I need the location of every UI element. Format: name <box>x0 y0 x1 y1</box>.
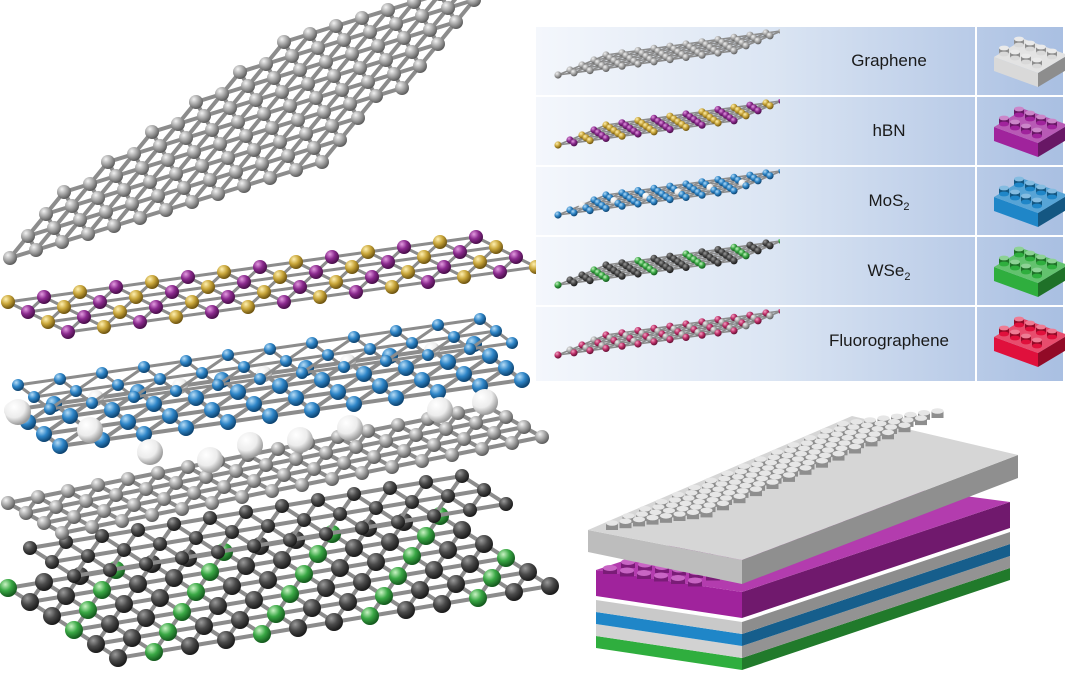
graphene-spacer-layer <box>1 400 549 540</box>
graphene-mini-atoms <box>554 29 780 79</box>
fluorographene-sheet-icon <box>554 309 780 359</box>
graphene-brick-icon <box>994 36 1065 87</box>
legend-label-hbn: hBN <box>872 121 906 140</box>
graphene-shape <box>994 36 1065 87</box>
material-legend: Graphene hBN MoS2 WSe2 Fluorographene <box>536 27 1065 381</box>
legend-label-wse2: WSe <box>867 261 905 280</box>
legend-sub-mos2: 2 <box>903 201 910 213</box>
brick-stack-illustration <box>588 408 1018 670</box>
legend-row-graphene: Graphene <box>536 27 1065 97</box>
legend-row-wse2: WSe2 <box>536 237 1065 307</box>
stack-layer-side <box>742 532 1010 634</box>
mos2-brick-icon <box>994 176 1065 227</box>
legend-label-graphene: Graphene <box>851 51 927 70</box>
stack-layer-front <box>596 570 742 618</box>
hbn-shape <box>994 106 1065 157</box>
stack-layer-side <box>742 544 1010 646</box>
wse-shape <box>994 246 1065 297</box>
graphene-sheet-icon <box>554 29 780 79</box>
stack-layer-side <box>742 556 1010 658</box>
mos2-sheet-icon <box>554 169 780 219</box>
legend-divider <box>975 27 977 381</box>
legend-sub-wse2: 2 <box>904 271 911 283</box>
graphene-plate-side <box>742 455 1018 584</box>
fluorographene-mini-atoms <box>554 309 780 359</box>
legend-row-hbn: hBN <box>536 97 1065 167</box>
wse2-top-selenium-row <box>23 469 513 583</box>
stack-layer-side <box>742 568 1010 670</box>
legend-label-fluorographene: Fluorographene <box>828 331 950 350</box>
wse2-sheet-icon <box>554 239 780 289</box>
stack-layer-front <box>596 636 742 670</box>
hbn-mini-atoms <box>554 99 780 149</box>
graphene-plate-top <box>588 416 1018 560</box>
hbn-atomic-layer <box>1 230 543 339</box>
mos2-top-sulfur-row <box>12 313 518 415</box>
stack-layer-side <box>742 502 1010 618</box>
legend-row-fluorographene: Fluorographene <box>536 307 1065 375</box>
stack-layer-front <box>596 600 742 634</box>
mos2-mini-atoms <box>554 169 780 219</box>
legend-row-mos2: MoS2 <box>536 167 1065 237</box>
wse2-brick-icon <box>994 246 1065 297</box>
hbn-sheet-icon <box>554 99 780 149</box>
stack-layer-front <box>596 612 742 646</box>
hbn-brick-icon <box>994 106 1065 157</box>
wse2-mini-atoms <box>554 239 780 289</box>
mos2-atomic-layer <box>4 336 530 454</box>
legend-label-mos2: MoS <box>868 191 904 210</box>
fluorographene-brick-icon <box>994 316 1065 367</box>
graphene-top-sheet <box>3 0 481 265</box>
graphene-plate-front <box>588 530 742 584</box>
mos-shape <box>994 176 1065 227</box>
fluorographene-shape <box>994 316 1065 367</box>
stack-layer-front <box>596 624 742 658</box>
